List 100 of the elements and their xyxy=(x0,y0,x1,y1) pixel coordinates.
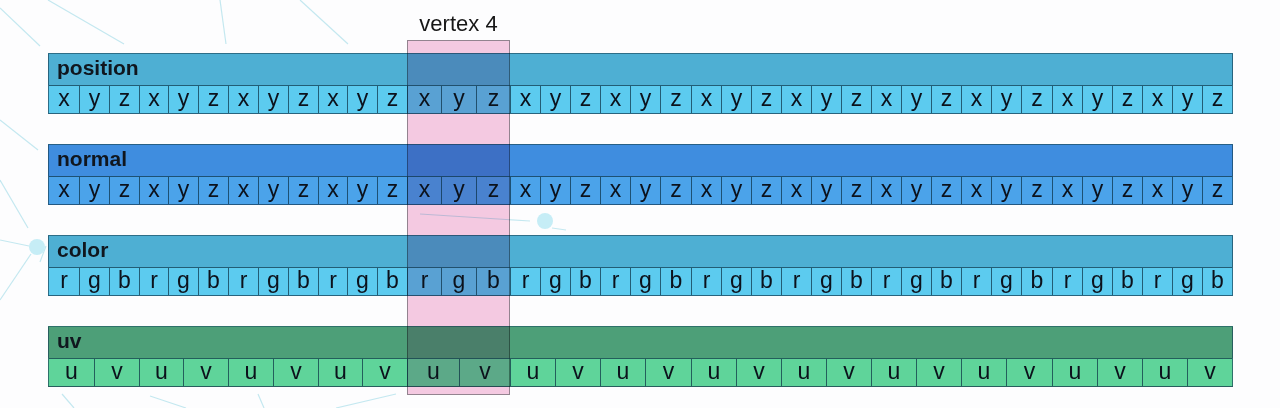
component-cell: y xyxy=(1082,176,1112,204)
component-cell: r xyxy=(781,267,811,295)
component-cell: x xyxy=(871,85,901,113)
component-cell: r xyxy=(961,267,991,295)
component-cell: x xyxy=(407,85,441,113)
component-cell: z xyxy=(1021,176,1052,204)
component-cell: y xyxy=(79,176,109,204)
component-cell: x xyxy=(228,85,258,113)
component-cell: g xyxy=(79,267,109,295)
component-cell: x xyxy=(1142,85,1172,113)
component-cell: y xyxy=(258,176,288,204)
component-cell: z xyxy=(1112,176,1142,204)
component-cell: u xyxy=(961,358,1006,386)
component-cell: z xyxy=(751,176,781,204)
component-cell: v xyxy=(183,358,228,386)
component-cell: z xyxy=(476,85,510,113)
component-cell: x xyxy=(228,176,258,204)
attribute-band xyxy=(48,235,1233,296)
component-cell: v xyxy=(273,358,318,386)
component-cell: v xyxy=(1006,358,1052,386)
component-cell: y xyxy=(540,176,570,204)
component-cell: z xyxy=(570,85,600,113)
component-cell: b xyxy=(931,267,961,295)
component-cell: x xyxy=(1142,176,1172,204)
component-cell: g xyxy=(901,267,931,295)
component-cell: x xyxy=(139,85,168,113)
component-cell: b xyxy=(109,267,139,295)
component-cell: y xyxy=(811,176,841,204)
attribute-name: uv xyxy=(57,328,82,354)
component-cell: y xyxy=(1172,85,1202,113)
component-cell: b xyxy=(288,267,318,295)
component-cell: y xyxy=(347,176,377,204)
component-cell: b xyxy=(476,267,510,295)
component-cell: y xyxy=(540,85,570,113)
component-cell: x xyxy=(1052,85,1082,113)
component-cell: r xyxy=(228,267,258,295)
component-cell: y xyxy=(811,85,841,113)
component-cell: x xyxy=(691,85,721,113)
attribute-name: color xyxy=(57,237,109,263)
component-cell: u xyxy=(407,358,459,386)
component-cell: b xyxy=(1112,267,1142,295)
component-cell: y xyxy=(901,176,931,204)
component-cell: g xyxy=(721,267,751,295)
component-cell: g xyxy=(347,267,377,295)
component-cell: y xyxy=(991,85,1021,113)
component-cell: z xyxy=(1021,85,1052,113)
component-cell: u xyxy=(781,358,826,386)
component-cell: u xyxy=(600,358,645,386)
attribute-name: position xyxy=(57,55,139,81)
component-cell: x xyxy=(600,176,630,204)
component-cell: x xyxy=(871,176,901,204)
component-cell: u xyxy=(1142,358,1187,386)
component-cell: b xyxy=(198,267,228,295)
component-cell: v xyxy=(94,358,139,386)
component-cell: z xyxy=(841,176,871,204)
component-cell: u xyxy=(691,358,736,386)
component-cell: b xyxy=(570,267,600,295)
component-cell: x xyxy=(600,85,630,113)
component-cell: x xyxy=(318,176,347,204)
component-cell: z xyxy=(377,176,407,204)
component-cell: v xyxy=(555,358,600,386)
component-cell: z xyxy=(841,85,871,113)
component-cell: b xyxy=(660,267,691,295)
attribute-name: normal xyxy=(57,146,127,172)
attribute-band xyxy=(48,53,1233,114)
component-cell: y xyxy=(991,176,1021,204)
component-cell: z xyxy=(1202,85,1232,113)
component-cell: r xyxy=(1052,267,1082,295)
component-cell: y xyxy=(441,176,476,204)
component-cell: y xyxy=(1172,176,1202,204)
component-cell: x xyxy=(781,85,811,113)
component-cell: y xyxy=(721,85,751,113)
component-cell: g xyxy=(540,267,570,295)
component-cell: u xyxy=(318,358,362,386)
component-cell: v xyxy=(1187,358,1232,386)
component-cell: v xyxy=(736,358,781,386)
component-cell: g xyxy=(1172,267,1202,295)
component-cell: z xyxy=(198,85,228,113)
component-cell: v xyxy=(916,358,961,386)
component-cell: x xyxy=(510,176,540,204)
component-cell: y xyxy=(721,176,751,204)
component-cell: u xyxy=(871,358,916,386)
attribute-band xyxy=(48,144,1233,205)
component-cell: z xyxy=(476,176,510,204)
component-cell: z xyxy=(660,85,691,113)
component-cell: g xyxy=(168,267,198,295)
component-cell: b xyxy=(377,267,407,295)
component-cell: v xyxy=(362,358,407,386)
component-cell: z xyxy=(288,176,318,204)
component-cell: y xyxy=(630,85,660,113)
component-cell: g xyxy=(1082,267,1112,295)
component-cell: r xyxy=(407,267,441,295)
component-cell: x xyxy=(961,85,991,113)
component-cell: x xyxy=(318,85,347,113)
component-cell: u xyxy=(510,358,555,386)
component-cell: x xyxy=(510,85,540,113)
component-cell: b xyxy=(1202,267,1232,295)
component-cell: y xyxy=(79,85,109,113)
component-cell: y xyxy=(168,176,198,204)
component-cell: r xyxy=(1142,267,1172,295)
